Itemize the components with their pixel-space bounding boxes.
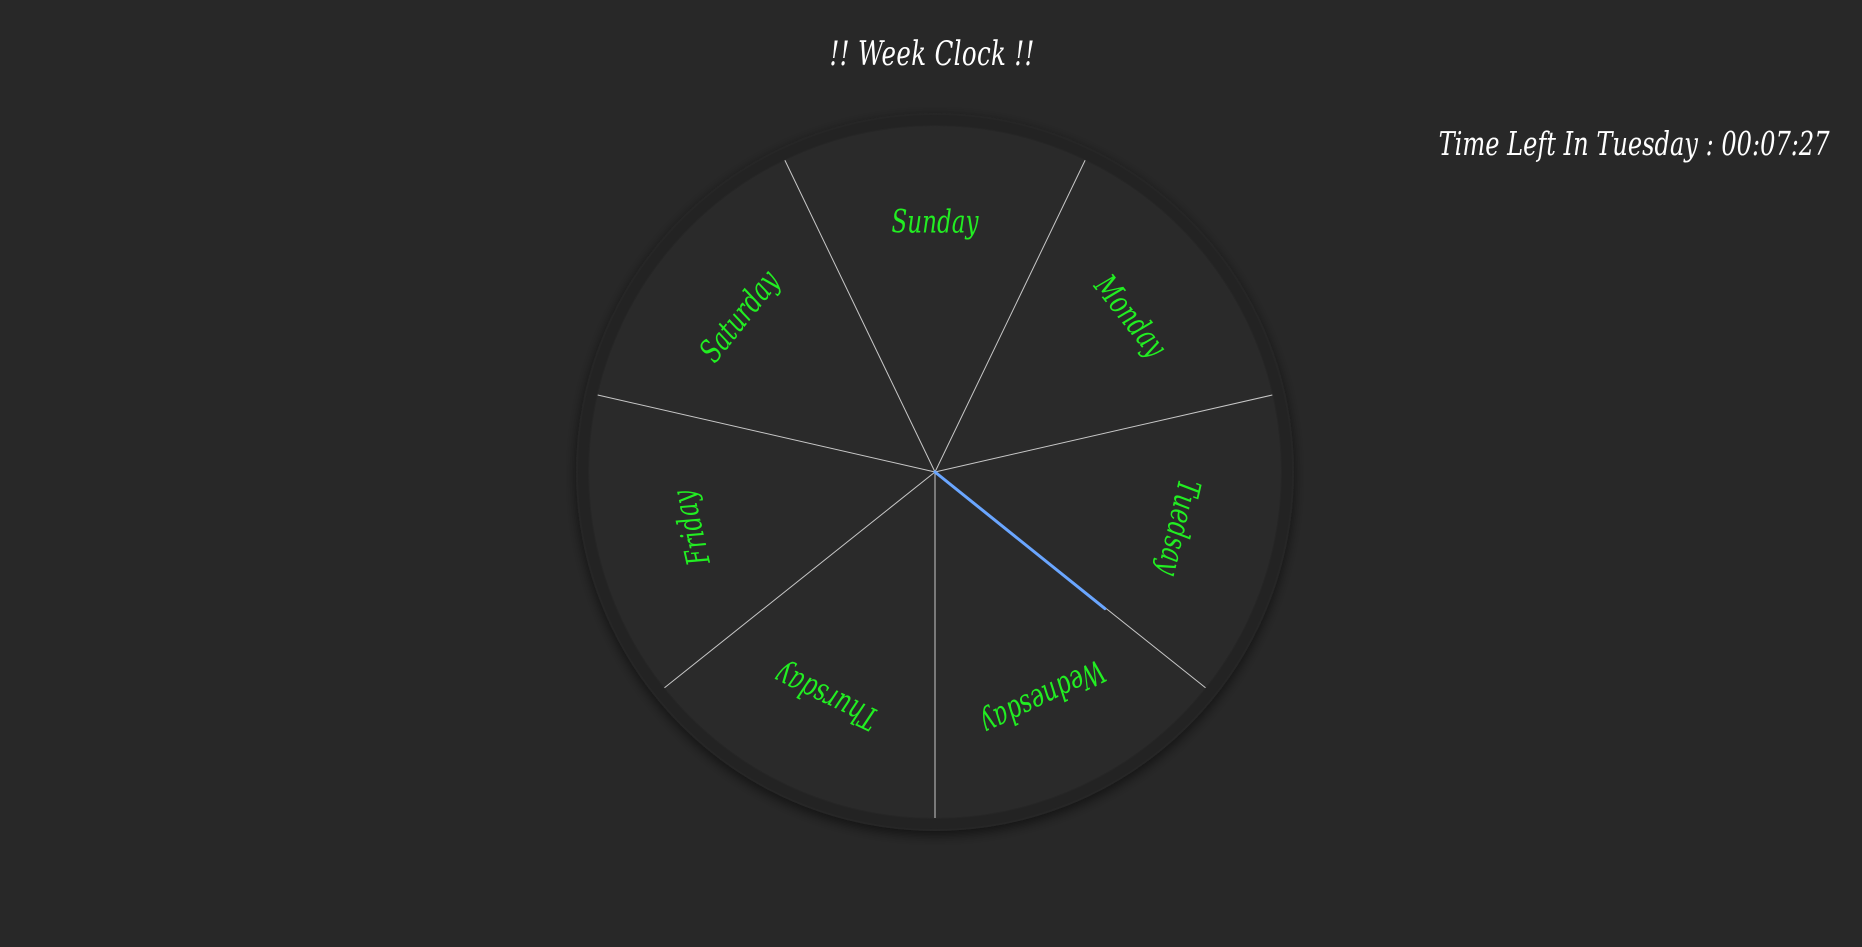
day-divider-line xyxy=(664,471,936,689)
page-title: !! Week Clock !! xyxy=(829,34,1035,74)
week-clock-face: SundayMondayTuedsayWednesdayThursdayFrid… xyxy=(576,113,1294,831)
clock-inner-ring xyxy=(578,115,1292,829)
day-divider-line xyxy=(597,394,936,473)
clock-hand xyxy=(933,470,1107,611)
time-left-readout: Time Left In Tuesday : 00:07:27 xyxy=(1439,124,1830,163)
day-divider-line xyxy=(934,394,1273,473)
day-divider-line xyxy=(784,160,936,473)
day-label-sunday: Sunday xyxy=(892,203,980,241)
day-divider-line xyxy=(934,160,1086,473)
